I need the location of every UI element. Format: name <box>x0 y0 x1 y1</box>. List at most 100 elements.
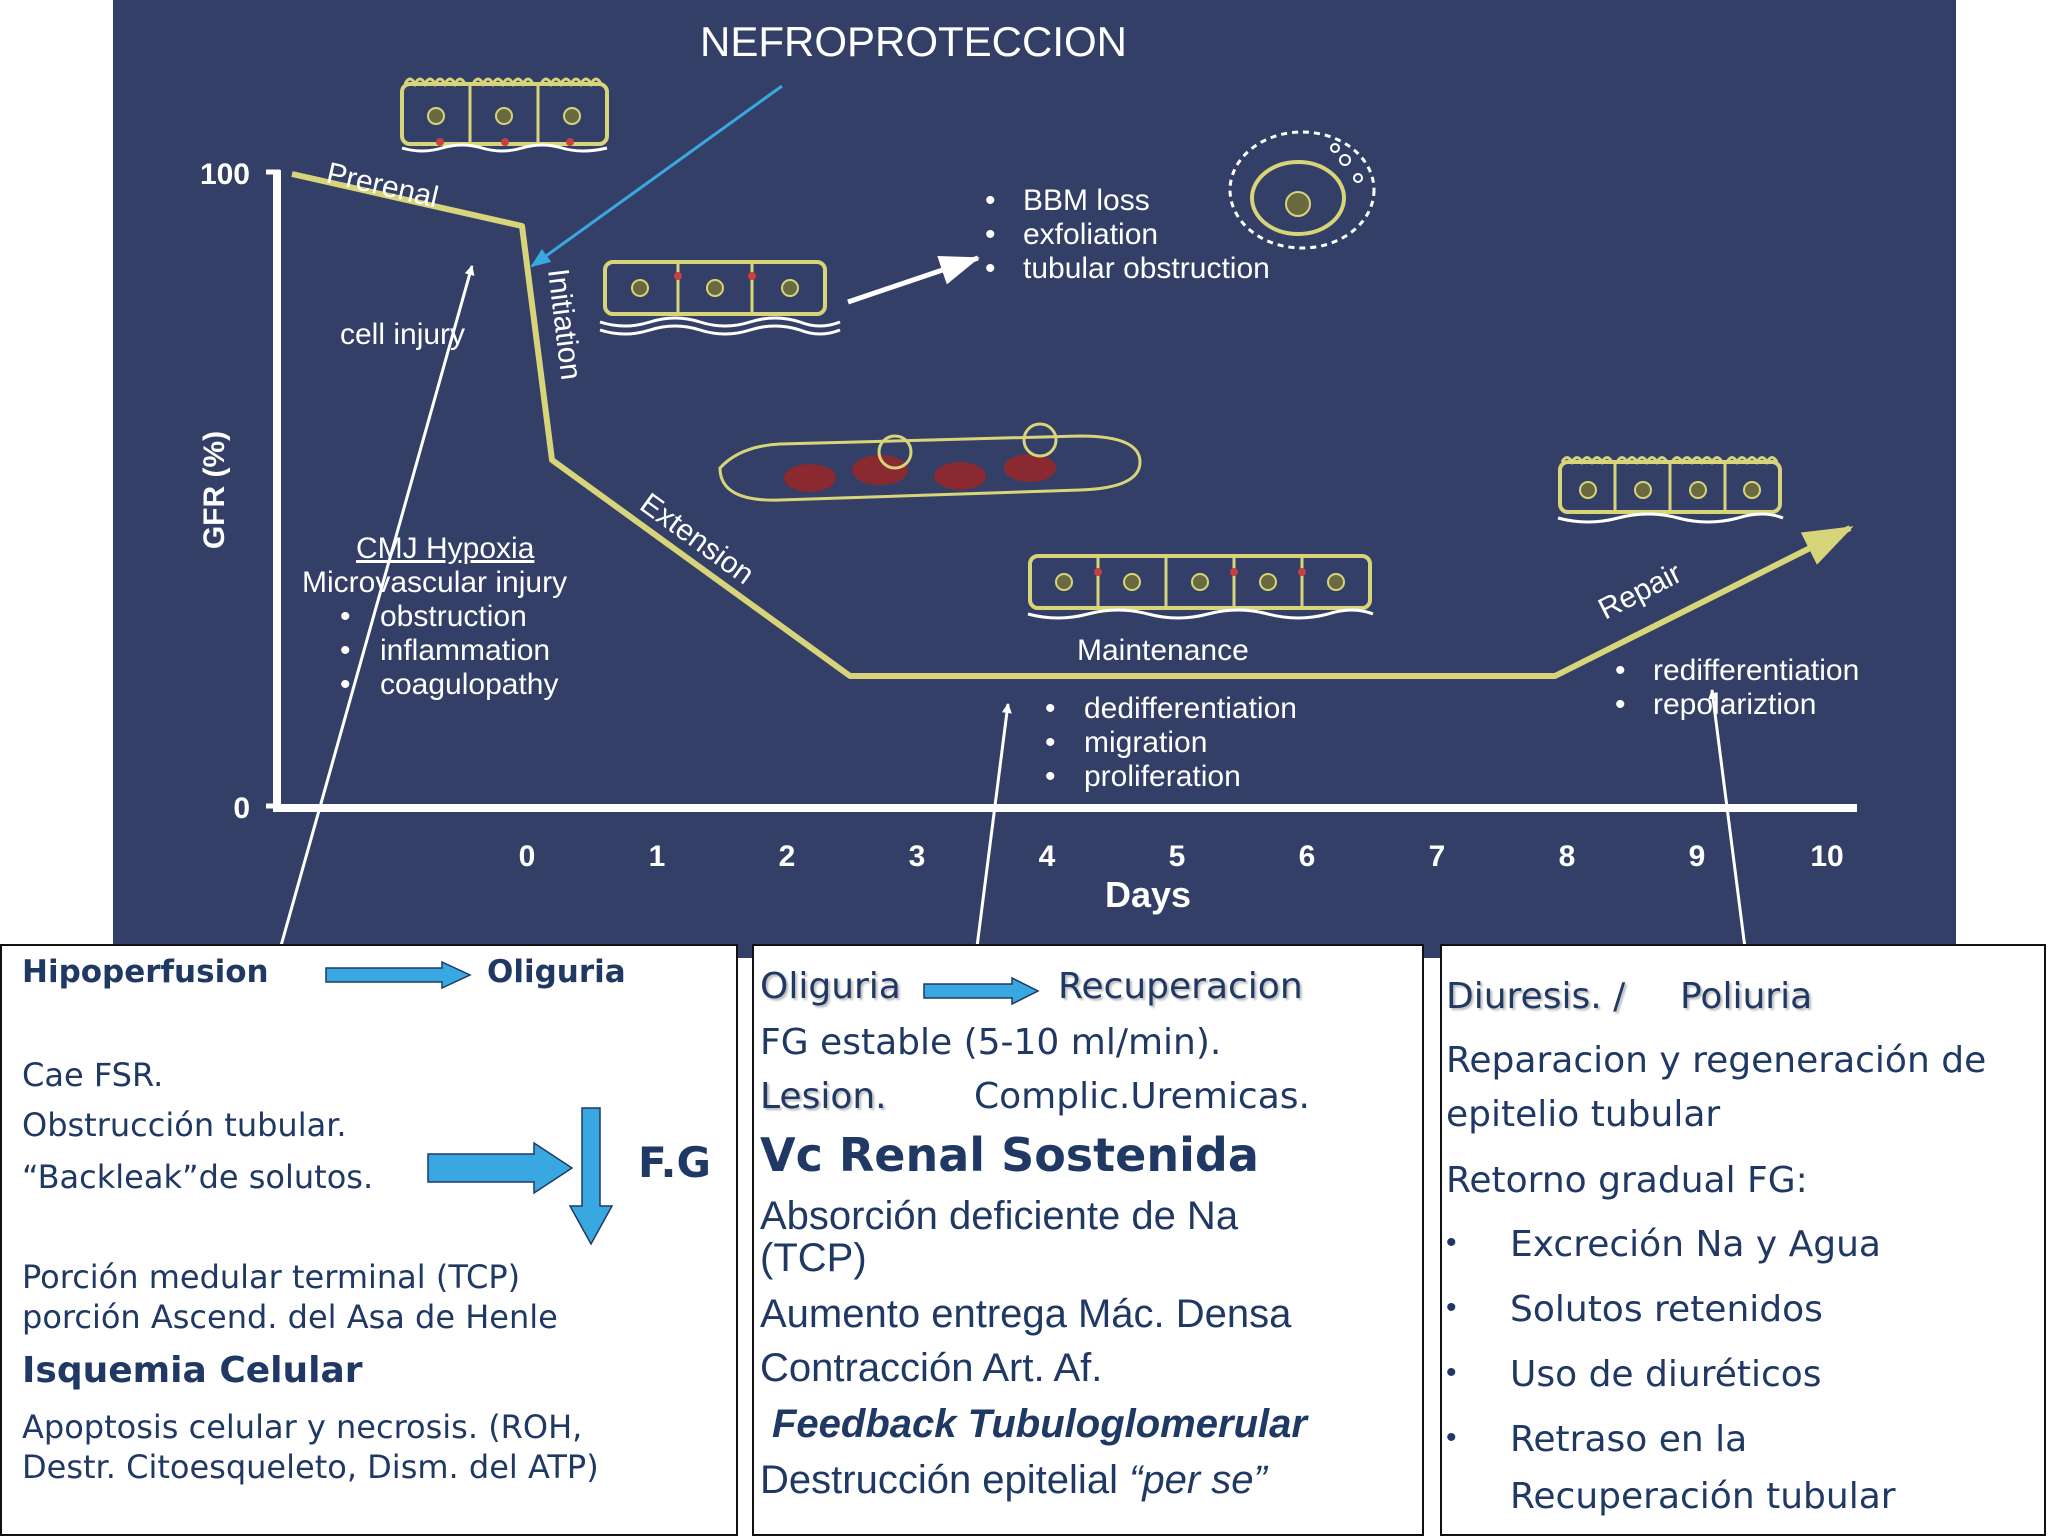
hypoxia-item: coagulopathy <box>380 668 558 701</box>
box3-line: epitelio tubular <box>1446 1094 1721 1135</box>
phase-label-maintenance: Maintenance <box>1077 634 1249 667</box>
bbm-list: •BBM loss •exfoliation •tubular obstruct… <box>985 184 1270 285</box>
box1-right-arrow-icon <box>427 1141 574 1195</box>
svg-text:•: • <box>340 634 351 667</box>
x-tick-label: 5 <box>1169 840 1186 873</box>
tubular-cells-dedifferentiated-illustration <box>1027 554 1374 620</box>
box1-line: Cae FSR. <box>22 1056 164 1094</box>
exfoliated-cell-illustration <box>1228 130 1376 250</box>
repair-item: redifferentiation <box>1653 654 1859 687</box>
box2-line-part: Destrucción epitelial <box>760 1458 1130 1502</box>
box1-right-arrow-icon <box>325 960 472 990</box>
box3-header-right: Poliuria <box>1680 976 1813 1017</box>
oliguria-pointer-arrow <box>971 703 1012 979</box>
nefroproteccion-arrow <box>530 84 783 268</box>
box1-line: Porción medular terminal (TCP) <box>22 1258 521 1296</box>
maintenance-item: migration <box>1084 726 1207 759</box>
box3-line: Reparacion y regeneración de <box>1446 1040 1987 1081</box>
injury-to-exfoliation-arrow <box>847 255 980 305</box>
phase-box-initiation: Hipoperfusion Oliguria Cae FSR. Obstrucc… <box>0 944 738 1536</box>
x-tick-label: 4 <box>1039 840 1056 873</box>
bbm-item: BBM loss <box>1023 184 1150 217</box>
x-tick-labels: 0 1 2 3 4 5 6 7 8 9 10 <box>519 840 1844 873</box>
x-tick-label: 0 <box>519 840 536 873</box>
hypoxia-list: •obstruction •inflammation •coagulopathy <box>340 600 558 701</box>
box3-item: Excreción Na y Agua <box>1510 1224 1881 1265</box>
phase-box-recovery: Diuresis. / Poliuria Reparacion y regene… <box>1440 944 2046 1536</box>
box3-item-cont: Recuperación tubular <box>1510 1476 1896 1517</box>
repair-list: • redifferentiation • repolariztion <box>1615 654 1859 721</box>
repair-item: repolariztion <box>1653 688 1816 721</box>
box3-bullet: • <box>1446 1356 1457 1389</box>
box2-line: Destrucción epitelial “per se” <box>760 1458 1267 1503</box>
box3-header-left: Diuresis. / <box>1446 976 1626 1017</box>
box2-right-arrow-icon <box>923 976 1040 1006</box>
box3-bullet: • <box>1446 1291 1457 1324</box>
svg-text:•: • <box>1045 692 1056 725</box>
tubular-cells-repaired-illustration <box>1557 456 1784 524</box>
box2-feedback: Feedback Tubuloglomerular <box>772 1402 1307 1446</box>
box1-line: porción Ascend. del Asa de Henle <box>22 1298 558 1336</box>
box3-item: Retraso en la <box>1510 1419 1748 1460</box>
maintenance-list: • dedifferentiation • migration • prolifera… <box>1045 692 1297 793</box>
hypoxia-item: obstruction <box>380 600 527 633</box>
y-tick-label-0: 0 <box>233 792 250 825</box>
box3-item: Solutos retenidos <box>1510 1289 1823 1330</box>
y-axis-label: GFR (%) <box>198 431 231 549</box>
box1-fg-label: F.G <box>638 1138 711 1187</box>
box2-header-left: Oliguria <box>760 966 901 1007</box>
box1-line: Apoptosis celular y necrosis. (ROH, <box>22 1408 583 1446</box>
y-tick-label-100: 100 <box>200 158 250 191</box>
svg-text:•: • <box>985 218 996 251</box>
box1-header-left: Hipoperfusion <box>22 954 269 990</box>
phase-label-initiation: Initiation <box>541 267 587 382</box>
bbm-item: tubular obstruction <box>1023 252 1270 285</box>
hypoxia-item: inflammation <box>380 634 550 667</box>
x-tick-label: 2 <box>779 840 796 873</box>
svg-text:•: • <box>1615 654 1626 687</box>
svg-text:•: • <box>985 184 996 217</box>
maintenance-item: dedifferentiation <box>1084 692 1297 725</box>
box1-heading: Isquemia Celular <box>22 1350 363 1391</box>
x-tick-label: 9 <box>1689 840 1706 873</box>
hipoperfusion-pointer-arrow <box>266 265 475 993</box>
title: NEFROPROTECCION <box>700 18 1127 65</box>
svg-text:•: • <box>1045 726 1056 759</box>
box1-line: Destr. Citoesqueleto, Dism. del ATP) <box>22 1448 599 1486</box>
bbm-item: exfoliation <box>1023 218 1158 251</box>
phase-label-extension: Extension <box>634 487 760 591</box>
box2-line: FG estable (5-10 ml/min). <box>760 1022 1222 1063</box>
x-tick-label: 7 <box>1429 840 1446 873</box>
tubular-cells-injured-illustration <box>599 260 841 336</box>
x-tick-label: 8 <box>1559 840 1576 873</box>
box2-line: Contracción Art. Af. <box>760 1346 1103 1390</box>
capillary-illustration <box>718 422 1142 502</box>
box2-line: Lesion. <box>760 1076 887 1117</box>
box1-line: Obstrucción tubular. <box>22 1106 347 1144</box>
svg-text:•: • <box>340 668 351 701</box>
x-axis-label: Days <box>1105 874 1191 915</box>
box3-line: Retorno gradual FG: <box>1446 1160 1808 1201</box>
box2-line: Complic.Uremicas. <box>974 1076 1310 1117</box>
x-tick-label: 6 <box>1299 840 1316 873</box>
box3-bullet: • <box>1446 1421 1457 1454</box>
x-tick-label: 10 <box>1810 840 1843 873</box>
box1-line: “Backleak”de solutos. <box>22 1158 374 1196</box>
box3-item: Uso de diuréticos <box>1510 1354 1822 1395</box>
box3-bullet: • <box>1446 1226 1457 1259</box>
box2-line-italic: “per se” <box>1129 1458 1267 1502</box>
box2-line: Aumento entrega Mác. Densa <box>760 1292 1292 1336</box>
svg-text:•: • <box>1045 760 1056 793</box>
svg-text:•: • <box>1615 688 1626 721</box>
box1-header-right: Oliguria <box>487 954 626 990</box>
maintenance-item: proliferation <box>1084 760 1241 793</box>
box1-down-arrow-icon <box>568 1107 614 1246</box>
gfr-curve <box>291 171 1854 679</box>
box2-line: (TCP) <box>760 1236 867 1280</box>
phase-label-prerenal: Prerenal <box>323 157 441 215</box>
x-tick-label: 3 <box>909 840 926 873</box>
x-tick-label: 1 <box>649 840 666 873</box>
tubular-cells-healthy-illustration <box>400 77 609 153</box>
hypoxia-subtitle: Microvascular injury <box>302 566 567 599</box>
